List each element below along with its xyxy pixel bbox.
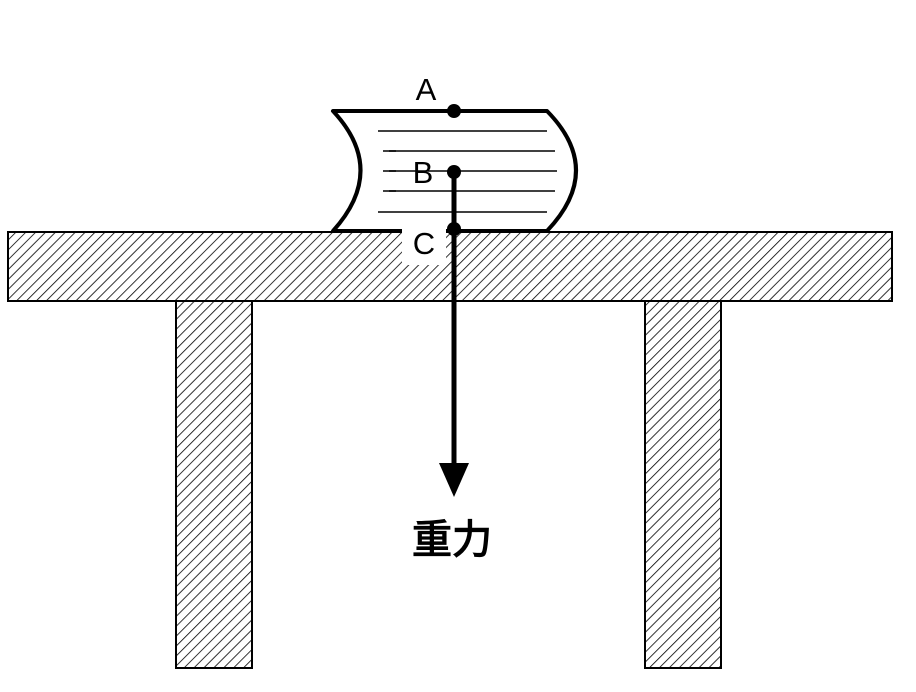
table-top xyxy=(7,231,893,302)
point-b xyxy=(447,165,461,179)
table xyxy=(7,231,893,669)
table-leg-left xyxy=(175,300,253,669)
book-page-dashes xyxy=(389,150,396,192)
table-leg-right xyxy=(644,300,722,669)
label-c-background xyxy=(402,227,446,265)
book-page-lines xyxy=(378,130,557,213)
point-c xyxy=(447,222,461,236)
gravity-arrow-head xyxy=(439,463,469,497)
gravity-label: 重力 xyxy=(412,517,492,563)
point-a xyxy=(447,104,461,118)
label-b: B xyxy=(413,155,434,190)
label-a: A xyxy=(416,72,437,107)
label-c: C xyxy=(413,226,435,261)
